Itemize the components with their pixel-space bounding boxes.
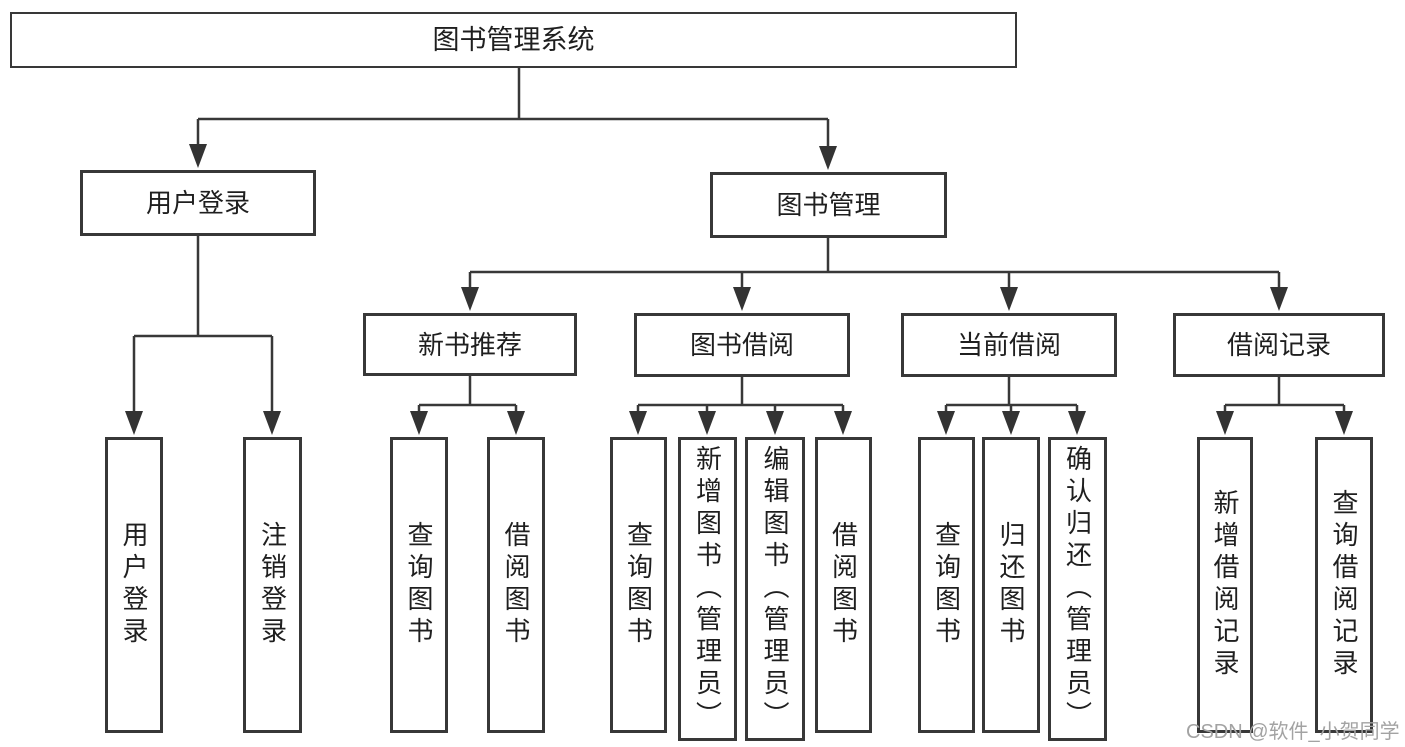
node-book-management: 图书管理 xyxy=(710,172,947,238)
node-current-borrowing: 当前借阅 xyxy=(901,313,1117,377)
node-user-login-label: 用户登录 xyxy=(145,188,250,218)
leaf-nb-query-books-label: 查询图书 xyxy=(404,521,434,649)
leaf-br-add-record: 新增借阅记录 xyxy=(1197,437,1253,733)
leaf-cb-return-books: 归还图书 xyxy=(982,437,1040,733)
leaf-nb-borrow-books-label: 借阅图书 xyxy=(501,521,531,649)
node-current-borrowing-label: 当前借阅 xyxy=(956,330,1061,360)
leaf-br-add-record-label: 新增借阅记录 xyxy=(1210,489,1240,681)
arrow-down-icon xyxy=(733,287,751,311)
connector-bookborrow-to-leaves xyxy=(636,377,845,414)
arrow-down-icon xyxy=(1068,411,1086,435)
leaf-cb-query-books: 查询图书 xyxy=(918,437,975,733)
arrow-down-icon xyxy=(1002,411,1020,435)
arrow-down-icon xyxy=(834,411,852,435)
node-book-borrowing-label: 图书借阅 xyxy=(689,330,794,360)
node-book-management-label: 图书管理 xyxy=(776,190,881,220)
node-book-borrowing: 图书借阅 xyxy=(634,313,850,377)
arrow-down-icon xyxy=(698,411,716,435)
leaf-logout: 注销登录 xyxy=(243,437,302,733)
arrow-down-icon xyxy=(189,144,207,168)
node-borrow-records: 借阅记录 xyxy=(1173,313,1385,377)
leaf-logout-label: 注销登录 xyxy=(257,521,288,649)
arrow-down-icon xyxy=(1000,287,1018,311)
node-new-book-recommend-label: 新书推荐 xyxy=(417,329,522,360)
arrow-down-icon xyxy=(1335,411,1353,435)
leaf-br-query-record-label: 查询借阅记录 xyxy=(1329,489,1359,681)
arrow-down-icon xyxy=(125,411,143,435)
connector-currentborrow-to-leaves xyxy=(944,377,1079,414)
arrow-down-icon xyxy=(410,411,428,435)
arrow-down-icon xyxy=(507,411,525,435)
leaf-bb-edit-books-admin: 编辑图书（管理员） xyxy=(745,437,805,741)
connector-userlogin-to-leaves xyxy=(132,236,274,416)
leaf-cb-return-books-label: 归还图书 xyxy=(996,521,1026,649)
connector-newbooks-to-leaves xyxy=(417,376,518,414)
node-user-login: 用户登录 xyxy=(80,170,316,236)
leaf-cb-confirm-return-admin-label: 确认归还（管理员） xyxy=(1062,445,1093,733)
arrow-down-icon xyxy=(937,411,955,435)
arrow-down-icon xyxy=(461,287,479,311)
node-root-label: 图书管理系统 xyxy=(432,24,595,55)
leaf-cb-confirm-return-admin: 确认归还（管理员） xyxy=(1048,437,1107,741)
node-root: 图书管理系统 xyxy=(10,12,1017,68)
arrow-down-icon xyxy=(1270,287,1288,311)
leaf-bb-add-books-admin-label: 新增图书（管理员） xyxy=(692,445,723,733)
leaf-nb-query-books: 查询图书 xyxy=(390,437,448,733)
leaf-bb-query-books-label: 查询图书 xyxy=(623,521,654,649)
csdn-watermark: CSDN @软件_小贺同学 xyxy=(1186,721,1400,743)
arrow-down-icon xyxy=(1216,411,1234,435)
leaf-bb-query-books: 查询图书 xyxy=(610,437,667,733)
leaf-bb-add-books-admin: 新增图书（管理员） xyxy=(678,437,737,741)
leaf-cb-query-books-label: 查询图书 xyxy=(931,521,962,649)
arrowheads xyxy=(125,144,1353,435)
node-new-book-recommend: 新书推荐 xyxy=(363,313,577,376)
node-borrow-records-label: 借阅记录 xyxy=(1226,330,1331,360)
connector-bookmgmt-to-level3 xyxy=(468,238,1281,292)
arrow-down-icon xyxy=(629,411,647,435)
arrow-down-icon xyxy=(819,146,837,170)
arrow-down-icon xyxy=(766,411,784,435)
leaf-bb-edit-books-admin-label: 编辑图书（管理员） xyxy=(760,445,790,733)
leaf-user-login: 用户登录 xyxy=(105,437,163,733)
leaf-bb-borrow-books-label: 借阅图书 xyxy=(828,521,859,649)
arrow-down-icon xyxy=(263,411,281,435)
connector-records-to-leaves xyxy=(1223,377,1346,414)
leaf-bb-borrow-books: 借阅图书 xyxy=(815,437,872,733)
leaf-user-login-label: 用户登录 xyxy=(119,521,149,649)
leaf-br-query-record: 查询借阅记录 xyxy=(1315,437,1373,733)
leaf-nb-borrow-books: 借阅图书 xyxy=(487,437,545,733)
connector-root-to-level2 xyxy=(196,68,830,151)
